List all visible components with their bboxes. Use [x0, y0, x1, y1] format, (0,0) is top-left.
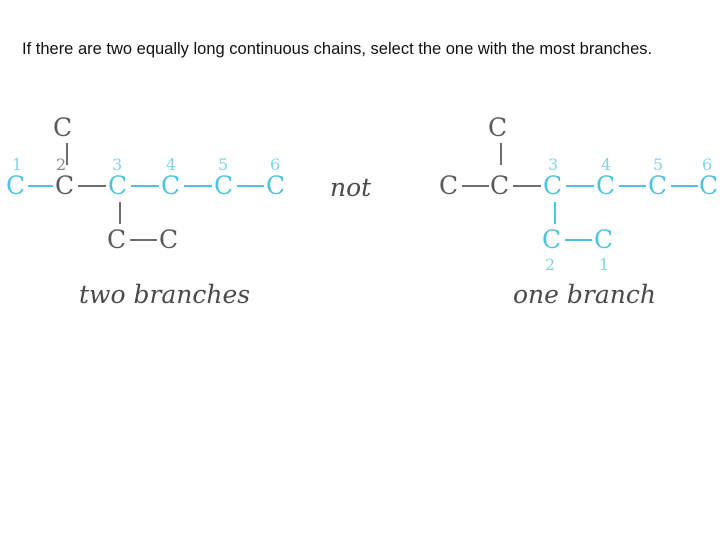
- right-bond-2-3: [513, 185, 541, 187]
- right-chain-atom-3: C: [543, 171, 563, 200]
- right-chain-number-3: 3: [548, 155, 559, 174]
- right-bottom-branch-atom-1: C: [594, 225, 614, 254]
- left-bond-1-2: [28, 185, 53, 187]
- left-structure-caption: two branches: [79, 280, 251, 309]
- left-bottom-branch-bond-2: [130, 239, 157, 241]
- left-top-branch-bond: [66, 143, 68, 165]
- right-chain-atom-5: C: [648, 171, 668, 200]
- left-chain-atom-5: C: [214, 171, 234, 200]
- right-bottom-branch-atom-2: C: [542, 225, 562, 254]
- right-bond-4-5: [619, 185, 646, 187]
- right-bottom-branch-bond: [554, 202, 556, 224]
- left-bottom-branch-atom-2: C: [159, 225, 179, 254]
- left-chain-atom-4: C: [161, 171, 181, 200]
- right-chain-atom-4: C: [596, 171, 616, 200]
- right-top-branch-atom: C: [488, 113, 508, 142]
- connector-label: not: [330, 173, 372, 202]
- right-structure-caption: one branch: [513, 280, 656, 309]
- left-bottom-branch-bond: [119, 202, 121, 224]
- left-chain-number-6: 6: [270, 155, 281, 174]
- right-chain-number-5: 5: [653, 155, 664, 174]
- right-bond-1-2: [462, 185, 489, 187]
- left-chain-number-5: 5: [218, 155, 229, 174]
- right-bond-5-6: [671, 185, 698, 187]
- page-title: If there are two equally long continuous…: [22, 40, 653, 58]
- right-branch-number-2: 2: [545, 255, 556, 274]
- left-bond-5-6: [237, 185, 264, 187]
- left-chain-number-3: 3: [112, 155, 123, 174]
- left-bond-3-4: [131, 185, 159, 187]
- left-chain-number-4: 4: [166, 155, 177, 174]
- left-bottom-branch-atom-1: C: [107, 225, 127, 254]
- left-chain-atom-1: C: [6, 171, 26, 200]
- left-chain-atom-6: C: [266, 171, 286, 200]
- right-chain-atom-6: C: [699, 171, 719, 200]
- left-chain-atom-3: C: [108, 171, 128, 200]
- left-bond-4-5: [184, 185, 212, 187]
- left-chain-number-2: 2: [56, 155, 67, 174]
- right-chain-atom-2: C: [490, 171, 510, 200]
- right-branch-number-1: 1: [599, 255, 610, 274]
- right-chain-atom-1: C: [439, 171, 459, 200]
- left-chain-number-1: 1: [12, 155, 23, 174]
- right-bottom-branch-bond-2: [565, 239, 592, 241]
- left-chain-atom-2: C: [55, 171, 75, 200]
- right-chain-number-4: 4: [601, 155, 612, 174]
- right-chain-number-6: 6: [702, 155, 713, 174]
- left-top-branch-atom: C: [53, 113, 73, 142]
- right-bond-3-4: [566, 185, 594, 187]
- chemistry-figure: C 1 2 3 4 5 6 C C C C C C C: [0, 105, 720, 335]
- right-top-branch-bond: [500, 143, 502, 165]
- left-bond-2-3: [78, 185, 106, 187]
